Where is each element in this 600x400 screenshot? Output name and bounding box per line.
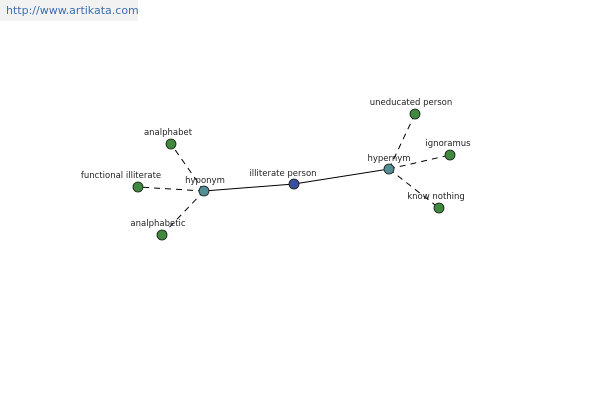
labels-layer: illiterate person hyponym hypernym analphab… [81,98,471,229]
edge-hyponym-analphabet [170,143,205,192]
edges-layer [137,113,451,236]
node-label-ignoramus: ignoramus [425,139,471,149]
node-label-know-nothing: know nothing [407,192,465,202]
node-hyponym[interactable] [198,185,210,197]
nodes-layer [132,108,456,241]
node-label-analphabet: analphabet [144,128,193,138]
node-ignoramus[interactable] [444,149,456,161]
node-label-functional-illiterate: functional illiterate [81,171,161,181]
node-analphabet[interactable] [165,138,177,150]
node-uneducated-person[interactable] [409,108,421,120]
edge-hyponym-functional-illiterate [137,186,205,192]
node-label-analphabetic: analphabetic [130,219,185,229]
edge-center-hyponym [203,183,295,192]
node-label-center: illiterate person [249,169,316,179]
node-label-hypernym: hypernym [367,154,410,164]
node-label-uneducated-person: uneducated person [370,98,452,108]
node-know-nothing[interactable] [433,202,445,214]
node-center[interactable] [288,178,300,190]
watermark-link[interactable]: http://www.artikata.com [0,0,138,21]
node-hypernym[interactable] [383,163,395,175]
node-analphabetic[interactable] [156,229,168,241]
node-label-hyponym: hyponym [185,176,225,186]
edge-center-hypernym [293,168,390,185]
edge-hypernym-know-nothing [388,168,440,209]
node-functional-illiterate[interactable] [132,181,144,193]
